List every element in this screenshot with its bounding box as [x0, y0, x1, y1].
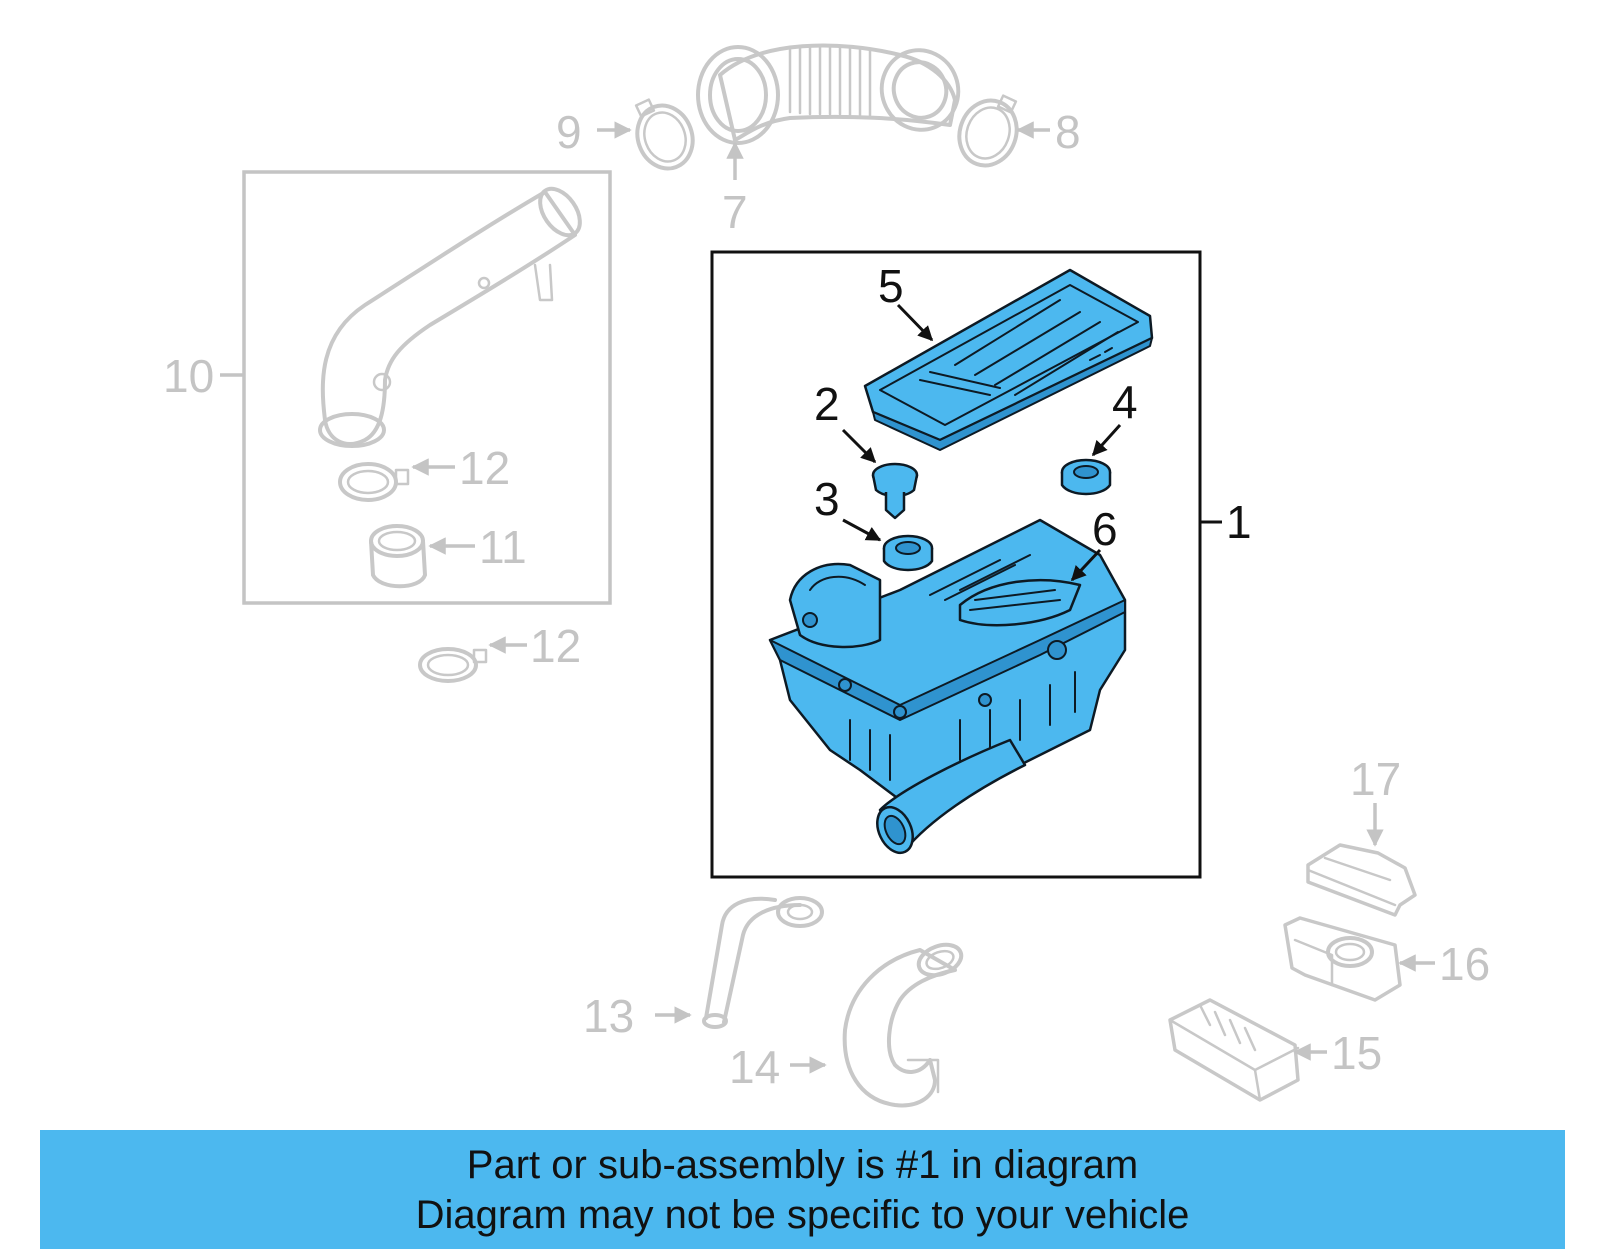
callout-9: 9 — [556, 106, 582, 158]
callout-12-upper: 12 — [459, 442, 510, 494]
part-7-intake-hose — [696, 43, 961, 145]
part-14-duct — [842, 942, 964, 1108]
part-16-housing — [1283, 916, 1402, 1002]
part-2-grommet-pin — [871, 462, 919, 520]
callout-16: 16 — [1439, 938, 1490, 990]
part-3-grommet — [882, 534, 934, 572]
part-12-lower-clamp — [418, 647, 488, 683]
part-10-outlet-tube-group — [242, 170, 612, 605]
callout-14: 14 — [729, 1041, 780, 1093]
callout-12-lower: 12 — [530, 620, 581, 672]
callout-8: 8 — [1055, 106, 1081, 158]
banner-line-1: Part or sub-assembly is #1 in diagram — [466, 1142, 1139, 1187]
callout-labels: 1 2 3 4 5 6 7 8 9 10 11 12 12 13 14 15 1… — [163, 106, 1490, 1093]
leader-lines-grey — [220, 121, 1435, 1074]
callout-13: 13 — [583, 990, 634, 1042]
callout-10: 10 — [163, 350, 214, 402]
callout-11: 11 — [479, 521, 527, 573]
part-13-breather-hose — [702, 896, 824, 1029]
banner-line-2: Diagram may not be specific to your vehi… — [415, 1192, 1190, 1237]
info-banner: Part or sub-assembly is #1 in diagram Di… — [40, 1130, 1565, 1249]
callout-1: 1 — [1226, 496, 1252, 548]
part-9-clamp — [634, 98, 695, 171]
part-1-air-cleaner-housing — [768, 518, 1127, 855]
callout-6: 6 — [1092, 503, 1118, 555]
part-5-upper-cover — [863, 268, 1154, 451]
part-4-grommet — [1060, 458, 1112, 496]
callout-2: 2 — [814, 378, 840, 430]
callout-17: 17 — [1350, 753, 1401, 805]
assembly-1-frame — [710, 250, 1202, 879]
callout-7: 7 — [722, 186, 748, 238]
callout-3: 3 — [814, 473, 840, 525]
part-17-cover — [1306, 843, 1417, 917]
callout-4: 4 — [1112, 376, 1138, 428]
callout-15: 15 — [1331, 1027, 1382, 1079]
callout-5: 5 — [878, 260, 904, 312]
leader-lines-dark — [841, 303, 1222, 582]
part-15-duct — [1168, 998, 1300, 1102]
part-8-clamp — [957, 94, 1019, 168]
